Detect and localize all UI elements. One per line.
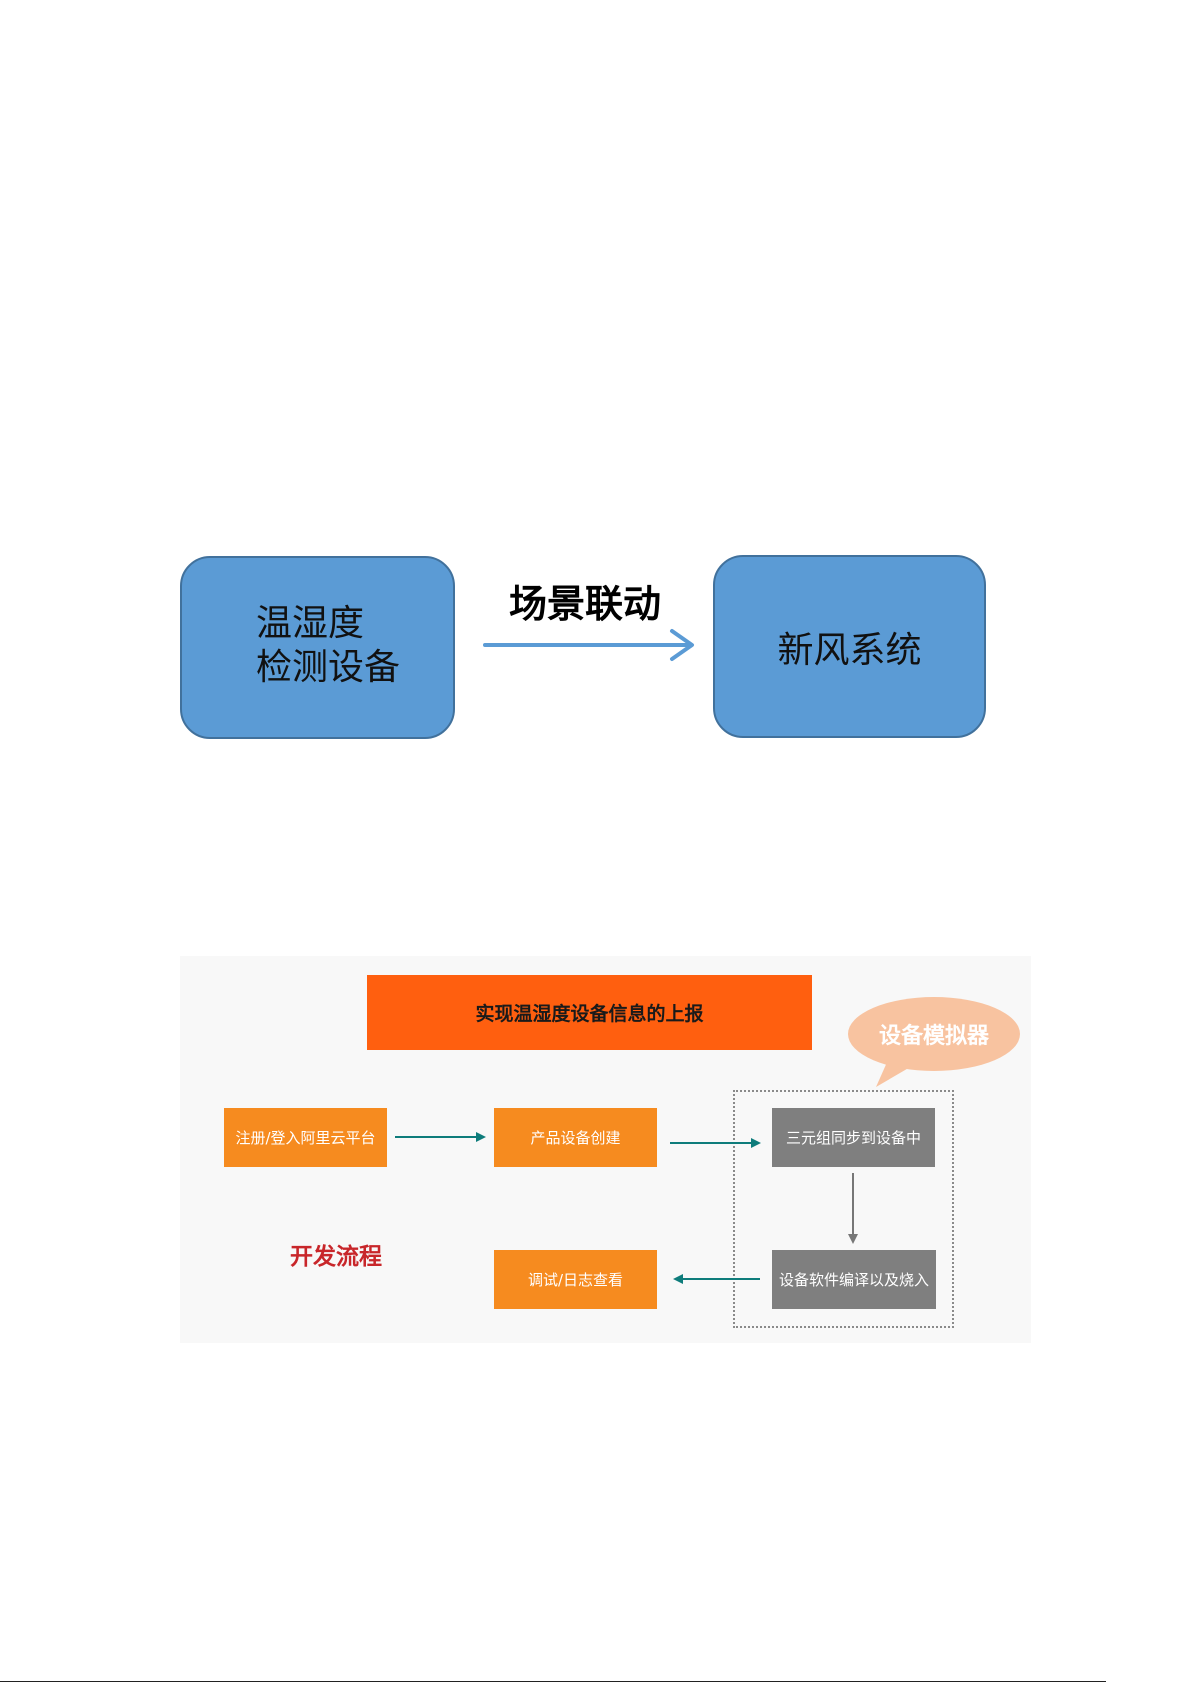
flow-arrow-right-icon [670,1138,761,1148]
flow-arrow-right-icon [395,1132,486,1142]
step-compile-flash-box: 设备软件编译以及烧入 [772,1250,936,1309]
flow-arrow-down-icon [848,1173,858,1244]
simulator-bubble-label: 设备模拟器 [848,997,1020,1071]
step-debug-logs-label: 调试/日志查看 [528,1269,623,1290]
step-create-product-box: 产品设备创建 [494,1108,657,1167]
step-debug-logs-box: 调试/日志查看 [494,1250,657,1309]
step-create-product-label: 产品设备创建 [530,1127,620,1148]
footer-divider [0,1681,1106,1682]
flow-arrow-left-icon [673,1274,760,1284]
step-sync-triple-label: 三元组同步到设备中 [786,1127,921,1148]
step-compile-flash-label: 设备软件编译以及烧入 [779,1269,929,1290]
step-register-label: 注册/登入阿里云平台 [235,1127,375,1148]
dev-process-label: 开发流程 [290,1242,390,1272]
step-register-box: 注册/登入阿里云平台 [224,1108,387,1167]
step-sync-triple-box: 三元组同步到设备中 [772,1108,935,1167]
